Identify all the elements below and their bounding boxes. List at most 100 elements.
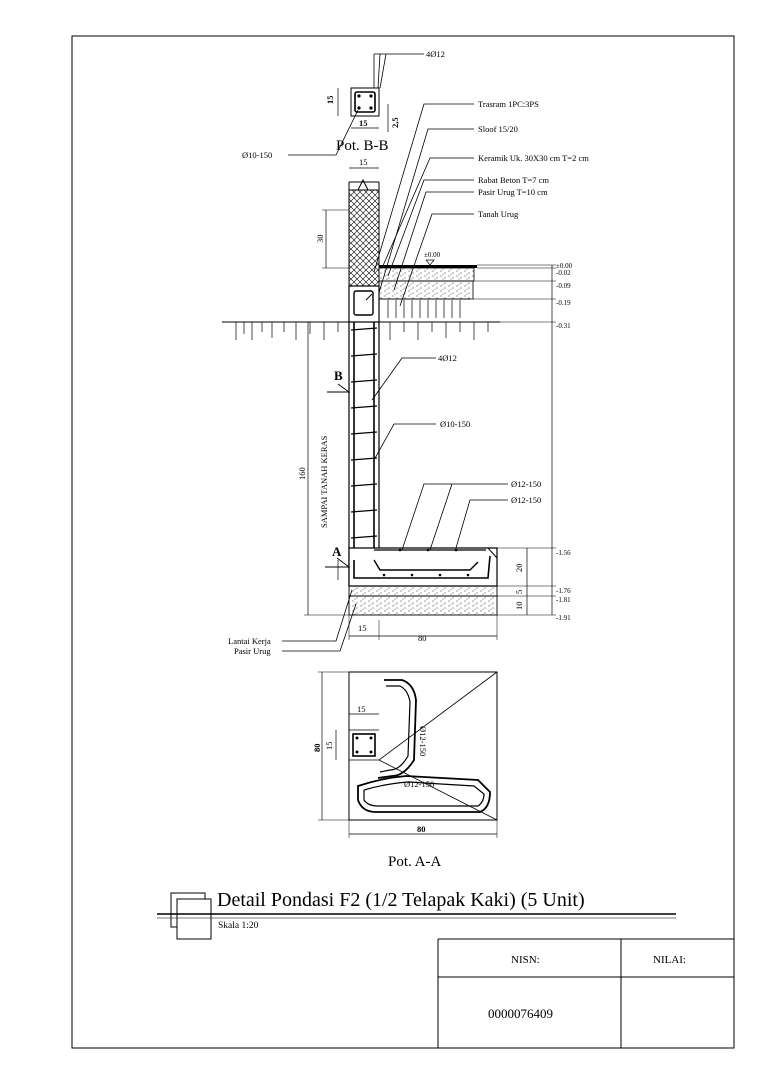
leader-pasir bbox=[393, 191, 474, 291]
label-pasir: Pasir Urug T=10 cm bbox=[478, 187, 548, 197]
footing-rebar-2-label: Ø12-150 bbox=[511, 495, 541, 505]
label-keramik: Keramik Uk. 30X30 cm T=2 cm bbox=[478, 153, 589, 163]
footing bbox=[348, 547, 498, 587]
lantai-kerja-label: Lantai Kerja bbox=[228, 636, 271, 646]
footing-thickness: 20 bbox=[514, 564, 524, 573]
ground-hatch bbox=[235, 322, 489, 340]
label-rabat: Rabat Beton T=7 cm bbox=[478, 175, 549, 185]
footing-rebar-1-label: Ø12-150 bbox=[511, 479, 541, 489]
bb-rebar-label: 4Ø12 bbox=[426, 49, 445, 59]
plan-rebar-vertical: Ø12-150 bbox=[418, 726, 428, 756]
elev-1: -0.02 bbox=[556, 269, 571, 277]
plan-vertical-bar-inner bbox=[379, 685, 411, 773]
pasir-urug-footing bbox=[348, 595, 498, 616]
main-section: 30 ±0.00 bbox=[222, 178, 573, 656]
bb-rebar bbox=[369, 106, 373, 110]
leader-pasir-urug bbox=[282, 603, 357, 652]
title-icon-front bbox=[176, 898, 212, 940]
leader-rabat bbox=[387, 179, 474, 277]
bb-rebar bbox=[369, 94, 373, 98]
drawing-title: Detail Pondasi F2 (1/2 Telapak Kaki) (5 … bbox=[217, 889, 585, 911]
plan-diagonal bbox=[378, 759, 498, 821]
plan-col-rebars bbox=[355, 736, 373, 754]
plan-height-label: 80 bbox=[312, 744, 322, 753]
hard-soil-label: SAMPAI TANAH KERAS bbox=[319, 435, 329, 528]
leader-footing-rebar-3 bbox=[455, 499, 508, 549]
plan-col-top-label: 15 bbox=[357, 704, 366, 714]
footing-bar-dots bbox=[382, 548, 470, 577]
nisn-value: 0000076409 bbox=[488, 1006, 553, 1021]
tanah-hatch bbox=[387, 300, 461, 318]
pasir-urug-label: Pasir Urug bbox=[234, 646, 271, 656]
label-trasram: Trasram 1PC:3PS bbox=[478, 99, 539, 109]
bb-rebar bbox=[357, 94, 361, 98]
column-hook bbox=[373, 559, 479, 571]
layer-callouts: Trasram 1PC:3PS Sloof 15/20 Keramik Uk. … bbox=[373, 99, 589, 307]
plan-width-label: 80 bbox=[417, 824, 426, 834]
bb-rebar bbox=[357, 106, 361, 110]
plan-col-side-label: 15 bbox=[324, 742, 334, 751]
plan-footing-outline bbox=[348, 671, 498, 821]
footing-bottom-rebar bbox=[353, 555, 491, 579]
leader-footing-rebar-1 bbox=[401, 483, 508, 551]
marker-b-arrow bbox=[327, 383, 351, 393]
column-stirrups bbox=[350, 327, 378, 539]
wall-break-symbol bbox=[349, 178, 379, 191]
elev-4: -0.31 bbox=[556, 322, 571, 330]
column-rebar-label: 4Ø12 bbox=[438, 353, 457, 363]
pasir-layer bbox=[378, 280, 474, 300]
elev-8: -1.91 bbox=[556, 614, 571, 622]
nisn-label: NISN: bbox=[511, 954, 540, 966]
work-floor-dim: 5 bbox=[514, 590, 524, 594]
plan-column bbox=[352, 733, 376, 757]
sloof-stirrup bbox=[353, 290, 374, 316]
bb-dim-side: 15 bbox=[325, 96, 335, 105]
bottom-footing-width: 80 bbox=[418, 633, 427, 643]
drawing-scale: Skala 1:20 bbox=[218, 921, 259, 931]
brick-wall bbox=[348, 189, 380, 287]
plan-rebar-horizontal: Ø12-150 bbox=[404, 779, 434, 789]
label-sloof: Sloof 15/20 bbox=[478, 124, 518, 134]
marker-b: B bbox=[334, 368, 343, 383]
leader-column-rebar bbox=[371, 357, 436, 401]
leader-trasram bbox=[373, 103, 474, 273]
floor-elevation-mark: ±0.00 bbox=[424, 251, 441, 259]
column-stirrup-label: Ø10-150 bbox=[440, 419, 470, 429]
leader-column-stirrup bbox=[373, 423, 436, 461]
bb-dim-bottom: 15 bbox=[359, 118, 368, 128]
bb-stirrup bbox=[354, 91, 376, 113]
elev-6: -1.76 bbox=[556, 587, 571, 595]
elev-3: -0.19 bbox=[556, 299, 571, 307]
plan-section-label: Pot. A-A bbox=[388, 854, 442, 870]
leader-footing-rebar-2 bbox=[429, 483, 453, 551]
bb-column-outline bbox=[350, 87, 380, 117]
footing-top-slope bbox=[379, 547, 498, 559]
bb-stirrup-label: Ø10-150 bbox=[242, 150, 272, 160]
marker-a-arrow bbox=[325, 557, 351, 568]
bb-leader bbox=[379, 53, 387, 89]
leader-lantai-kerja bbox=[282, 589, 353, 642]
floor-elevation-triangle bbox=[425, 259, 435, 266]
bb-stirrup-leader bbox=[335, 109, 359, 156]
plan-vertical-bar bbox=[377, 679, 417, 779]
plan-horizontal-bar-inner bbox=[363, 781, 485, 807]
elev-0: ±0.00 bbox=[556, 262, 573, 270]
marker-a: A bbox=[332, 544, 342, 559]
bb-dim-cover: 2,5 bbox=[390, 117, 400, 128]
info-table: NISN: NILAI: 0000076409 bbox=[437, 938, 734, 1048]
sheet-border bbox=[71, 35, 735, 1049]
plan-diagonal bbox=[378, 671, 498, 761]
bb-section-label: Pot. B-B bbox=[336, 138, 389, 154]
keramik-layer bbox=[379, 265, 477, 268]
elev-5: -1.56 bbox=[556, 549, 571, 557]
column-width-top: 15 bbox=[359, 157, 368, 167]
elevation-ticks bbox=[473, 264, 556, 616]
bb-leader bbox=[377, 53, 381, 89]
elev-7: -1.81 bbox=[556, 596, 571, 604]
nilai-label: NILAI: bbox=[653, 954, 686, 966]
leader-keramik bbox=[381, 157, 474, 269]
bottom-col-width: 15 bbox=[358, 623, 367, 633]
brick-height-label: 30 bbox=[315, 235, 325, 244]
plan-aa: Ø12-150 Ø12-150 15 15 80 80 Pot. A-A bbox=[312, 671, 498, 870]
